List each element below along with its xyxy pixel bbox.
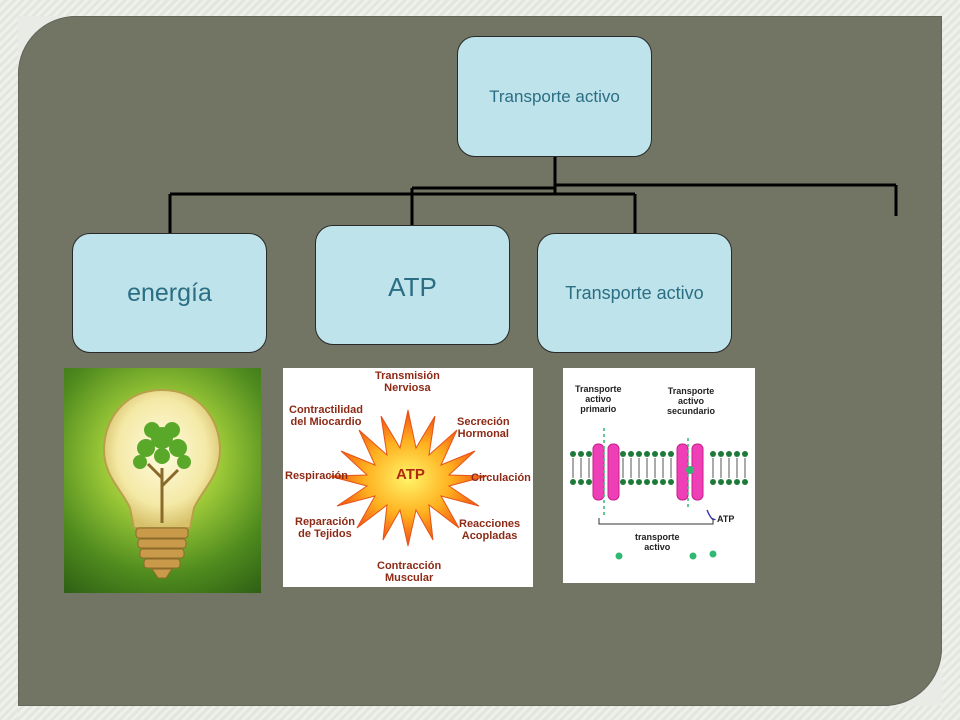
child-node-transporte: Transporte activo bbox=[537, 233, 732, 353]
membrane-icon bbox=[570, 428, 748, 560]
lightbulb-icon bbox=[102, 388, 222, 579]
membrane-transport-image: Transporte activo primario Transporte ac… bbox=[563, 368, 755, 583]
atp-label-bottom: Contracción Muscular bbox=[377, 560, 442, 584]
atp-starburst-image: ATP Transmisión Nerviosa Contractilidad … bbox=[283, 368, 533, 587]
atp-label-top-left: Contractilidad del Miocardio bbox=[289, 404, 363, 428]
frame-right bbox=[942, 0, 960, 720]
child-node-energia: energía bbox=[72, 233, 267, 353]
child-node-atp-label: ATP bbox=[388, 272, 437, 302]
membrane-label-bottom: transporte activo bbox=[635, 532, 680, 552]
frame-top bbox=[0, 0, 960, 16]
membrane-label-primary: Transporte activo primario bbox=[575, 384, 622, 414]
child-node-energia-label: energía bbox=[127, 278, 212, 307]
root-node: Transporte activo bbox=[457, 36, 652, 157]
atp-center-label: ATP bbox=[396, 466, 425, 483]
child-node-transporte-label: Transporte activo bbox=[565, 282, 704, 303]
atp-label-right: Circulación bbox=[471, 472, 531, 484]
atp-label-top: Transmisión Nerviosa bbox=[375, 370, 440, 394]
atp-label-bottom-right: Reacciones Acopladas bbox=[459, 518, 521, 542]
atp-label-top-right: Secreción Hormonal bbox=[457, 416, 510, 440]
child-node-atp: ATP bbox=[315, 225, 510, 345]
frame-left bbox=[0, 0, 18, 720]
membrane-label-secondary: Transporte activo secundario bbox=[667, 386, 716, 416]
lightbulb-image bbox=[64, 368, 261, 593]
atp-label-left: Respiración bbox=[285, 470, 348, 482]
starburst-icon bbox=[328, 409, 488, 547]
frame-bottom bbox=[0, 706, 960, 720]
atp-label-bottom-left: Reparación de Tejidos bbox=[295, 516, 355, 540]
root-node-label: Transporte activo bbox=[489, 86, 620, 106]
membrane-label-atp: ATP bbox=[717, 514, 735, 524]
